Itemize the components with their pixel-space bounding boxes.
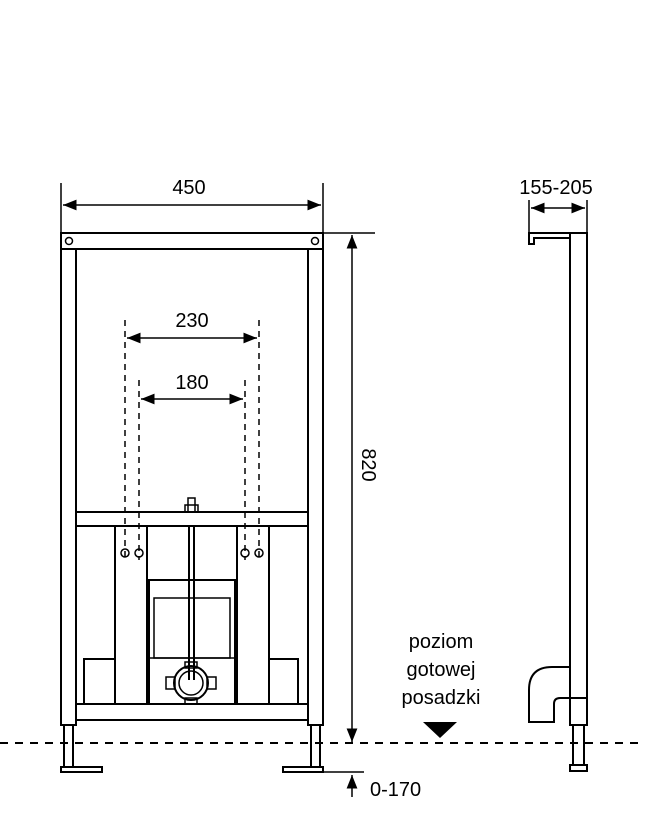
leg-adjust-dimension: 0-170 [323, 771, 421, 801]
middle-crossbar [75, 511, 309, 527]
left-bracket-plate [114, 525, 148, 705]
left-support-block [83, 658, 116, 705]
floor-label-line-1: poziom [409, 631, 473, 653]
top-left-mount-hole [64, 236, 74, 246]
top-right-mount-hole [310, 236, 320, 246]
drain-connector [165, 661, 217, 705]
right-adjustable-leg [282, 724, 324, 773]
top-crossbar [60, 232, 324, 250]
side-foot [569, 764, 588, 772]
width-label: 450 [172, 177, 205, 199]
outer-spacing-dimension: 230 [127, 310, 257, 344]
height-label: 820 [357, 448, 379, 481]
inner-spacing-label: 180 [175, 372, 208, 394]
width-dimension: 450 [60, 177, 324, 233]
leg-adjust-label: 0-170 [370, 779, 421, 801]
left-post [60, 248, 77, 726]
side-view: 155-205 [519, 177, 593, 772]
right-bracket-plate [236, 525, 270, 705]
inner-spacing-dimension: 180 [141, 372, 243, 405]
depth-label: 155-205 [519, 177, 592, 199]
floor-level-marker-icon [423, 722, 457, 738]
floor-label-line-2: gotowej [407, 659, 476, 681]
front-view: 450 230 180 [60, 177, 421, 801]
valve-housing [148, 579, 236, 705]
wall-bracket [528, 232, 571, 245]
outer-spacing-label: 230 [175, 310, 208, 332]
drain-elbow [528, 666, 571, 723]
right-post [307, 248, 324, 726]
side-post [569, 232, 588, 699]
right-support-block [268, 658, 299, 705]
finished-floor-level: poziom gotowej posadzki [0, 631, 640, 744]
left-adjustable-leg [60, 724, 103, 773]
height-dimension: 820 [323, 232, 379, 742]
supply-rod [184, 497, 199, 680]
bottom-crossbar [75, 703, 309, 721]
floor-label-line-3: posadzki [402, 687, 481, 709]
